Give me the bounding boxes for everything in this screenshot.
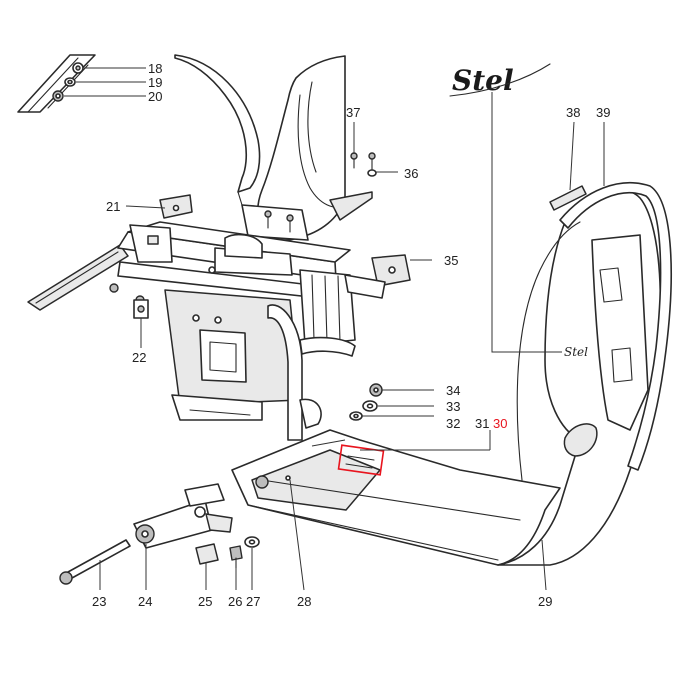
- bracket-35: [344, 254, 411, 299]
- callout-29: 29: [538, 594, 552, 609]
- callout-19: 19: [148, 75, 162, 90]
- callout-18: 18: [148, 61, 162, 76]
- decal-30: [337, 444, 385, 476]
- nut-20: [52, 90, 64, 102]
- nut-34: [369, 383, 383, 397]
- callout-39: 39: [596, 105, 610, 120]
- clip-near-24: [205, 513, 233, 533]
- callout-27: 27: [246, 594, 260, 609]
- callout-33: 33: [446, 399, 460, 414]
- callout-37: 37: [346, 105, 360, 120]
- emblem-38: [549, 185, 587, 211]
- bolt-22: [133, 299, 149, 319]
- callout-32: 32: [446, 416, 460, 431]
- block-25: [195, 543, 219, 565]
- callout-23: 23: [92, 594, 106, 609]
- callout-30: 30: [493, 416, 507, 431]
- callout-31: 31: [475, 416, 489, 431]
- washer-19: [64, 77, 76, 87]
- logo-underline-swash: [449, 63, 551, 97]
- decal-logo: Stel: [564, 345, 588, 359]
- shield-screws: [264, 210, 294, 233]
- frame-assembly: [27, 221, 356, 457]
- callout-38: 38: [566, 105, 580, 120]
- fender-fragment: [17, 54, 96, 113]
- callout-28: 28: [297, 594, 311, 609]
- leader-lines: [64, 67, 605, 591]
- callout-25: 25: [198, 594, 212, 609]
- leg-shield-29: [497, 189, 662, 566]
- callout-22: 22: [132, 350, 146, 365]
- callout-21: 21: [106, 199, 120, 214]
- washer-27: [244, 536, 260, 548]
- callout-36: 36: [404, 166, 418, 181]
- bolt-18: [72, 62, 84, 74]
- callout-24: 24: [138, 594, 152, 609]
- trim-39: [559, 182, 672, 471]
- callouts: 18 19 20 21 22 23 24 25 26 27 28 29 30 3…: [92, 61, 610, 609]
- callout-20: 20: [148, 89, 162, 104]
- rear-shield: [174, 54, 373, 241]
- brand-logo: Stel: [452, 64, 514, 97]
- washer-32: [349, 411, 363, 421]
- screw-26: [229, 545, 243, 569]
- bracket-21: [159, 194, 193, 219]
- screw-37: [350, 152, 358, 169]
- washer-33: [362, 400, 378, 412]
- leader-logo: [491, 92, 562, 353]
- callout-34: 34: [446, 383, 460, 398]
- callout-26: 26: [228, 594, 242, 609]
- bolt-23: [59, 539, 131, 585]
- callout-35: 35: [444, 253, 458, 268]
- screw-36: [367, 152, 377, 177]
